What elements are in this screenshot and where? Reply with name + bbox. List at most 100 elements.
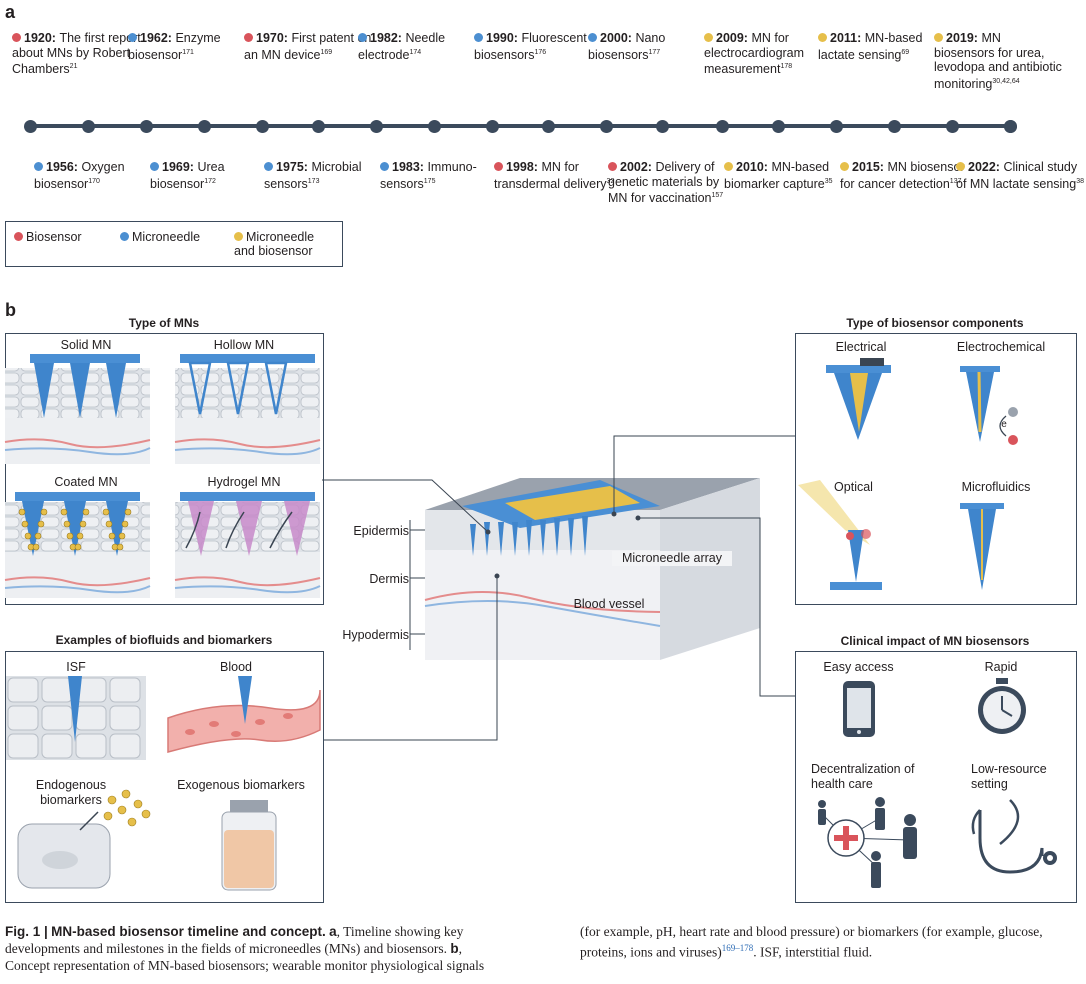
- timeline-bottom-event-5: 2002: Delivery of genetic materials by M…: [608, 160, 738, 206]
- event-ref: 32: [606, 177, 615, 185]
- event-text: MN-based biomarker capture: [724, 160, 830, 191]
- event-text: Urea biosensor: [150, 160, 225, 191]
- event-category-dot-icon: [128, 33, 137, 42]
- caption-fig-label: Fig. 1 |: [5, 924, 48, 939]
- microneedle-dot-icon: [120, 232, 129, 241]
- timeline-top-event-8: 2019: MN biosensors for urea, levodopa a…: [934, 31, 1064, 91]
- event-ref: 157: [711, 192, 724, 199]
- timeline-node-top-2: [256, 120, 269, 133]
- timeline-bottom-event-4: 1998: MN for transdermal delivery32: [494, 160, 624, 191]
- event-text: MN-based lactate sensing: [818, 31, 923, 62]
- decentralization-label: Decentralization of health care: [811, 762, 915, 791]
- legend-both: Microneedle and biosensor: [234, 230, 338, 258]
- timeline-node-bottom-6: [772, 120, 785, 133]
- event-ref: 137: [949, 177, 962, 185]
- legend-microneedle: Microneedle: [120, 230, 200, 244]
- timeline-top-event-2: 1970: First patent on an MN device169: [244, 31, 374, 62]
- easy-access-label: Easy access: [823, 660, 894, 674]
- event-year: 1982:: [370, 31, 406, 45]
- event-category-dot-icon: [840, 162, 849, 171]
- exogenous-label: Exogenous biomarkers: [177, 778, 305, 792]
- event-ref: 177: [648, 48, 661, 56]
- timeline-top-event-5: 2000: Nano biosensors177: [588, 31, 718, 62]
- event-text: Nano biosensors: [588, 31, 666, 62]
- electrochemical-label: Electrochemical: [956, 340, 1046, 354]
- event-ref: 178: [780, 63, 793, 70]
- event-category-dot-icon: [34, 162, 43, 171]
- event-ref: 174: [409, 48, 422, 56]
- rapid-label: Rapid: [984, 660, 1018, 674]
- caption-a-key: a: [329, 924, 337, 939]
- event-category-dot-icon: [150, 162, 159, 171]
- event-category-dot-icon: [494, 162, 503, 171]
- dermis-label: Dermis: [369, 572, 409, 586]
- timeline-node-top-5: [600, 120, 613, 133]
- biofluids-box: ISF Blood Endogenous biomarkers Exogenou…: [5, 651, 324, 903]
- hypodermis-label: Hypodermis: [342, 628, 409, 642]
- epidermis-label: Epidermis: [353, 524, 409, 538]
- event-year: 1969:: [162, 160, 198, 174]
- event-category-dot-icon: [380, 162, 389, 171]
- event-ref: 169: [320, 48, 333, 56]
- timeline-top-event-6: 2009: MN for electrocardiogram measureme…: [704, 31, 834, 77]
- event-text: Microbial sensors: [264, 160, 362, 191]
- event-ref: 35: [824, 177, 833, 185]
- timeline-node-bottom-1: [198, 120, 211, 133]
- event-ref: 172: [204, 177, 216, 185]
- timeline-node-bottom-2: [312, 120, 325, 133]
- isf-label: ISF: [66, 660, 86, 674]
- event-year: 1920:: [24, 31, 60, 45]
- event-ref: 175: [423, 177, 436, 185]
- event-category-dot-icon: [608, 162, 617, 171]
- timeline-bottom-event-6: 2010: MN-based biomarker capture35: [724, 160, 854, 191]
- hollow-mn-label: Hollow MN: [213, 338, 275, 352]
- components-title: Type of biosensor components: [846, 316, 1024, 330]
- event-category-dot-icon: [358, 33, 367, 42]
- event-year: 2000:: [600, 31, 636, 45]
- event-text: Enzyme biosensor: [128, 31, 221, 62]
- event-category-dot-icon: [934, 33, 943, 42]
- event-ref: 173: [307, 177, 320, 185]
- timeline-bottom-event-3: 1983: Immuno-sensors175: [380, 160, 510, 191]
- legend-biosensor-label: Biosensor: [26, 230, 82, 244]
- event-year: 2002:: [620, 160, 656, 174]
- electron-label: e: [1001, 419, 1007, 430]
- timeline-bottom-event-1: 1969: Urea biosensor172: [150, 160, 280, 191]
- coated-mn-label: Coated MN: [54, 475, 118, 489]
- caption-b-tail: . ISF, interstitial fluid.: [753, 944, 873, 960]
- optical-label: Optical: [834, 480, 873, 494]
- event-text: MN for transdermal delivery: [494, 160, 607, 191]
- timeline-bottom-event-7: 2015: MN biosensor for cancer detection1…: [840, 160, 970, 191]
- caption-a-text: , Timeline showing key developments and …: [5, 924, 464, 956]
- timeline-node-top-7: [830, 120, 843, 133]
- solid-mn-label: Solid MN: [60, 338, 112, 352]
- event-category-dot-icon: [244, 33, 253, 42]
- timeline-bottom-event-8: 2022: Clinical study of MN lactate sensi…: [956, 160, 1086, 191]
- event-year: 2010:: [736, 160, 772, 174]
- legend-biosensor: Biosensor: [14, 230, 82, 244]
- timeline-top-event-3: 1982: Needle electrode174: [358, 31, 488, 62]
- event-year: 1983:: [392, 160, 428, 174]
- timeline-bottom-event-0: 1956: Oxygen biosensor170: [34, 160, 164, 191]
- event-text: Immuno-sensors: [380, 160, 477, 191]
- caption-b-text: , Concept representation of MN-based bio…: [5, 924, 1043, 973]
- components-box: Electrical Electrochemical Optical Micro…: [795, 333, 1077, 605]
- hydrogel-mn-label: Hydrogel MN: [207, 475, 281, 489]
- event-year: 2011:: [830, 31, 865, 45]
- type-of-mns-title: Type of MNs: [128, 316, 200, 330]
- blood-vessel-label: Blood vessel: [573, 597, 645, 611]
- microneedle-array-label: Microneedle array: [612, 551, 732, 566]
- event-category-dot-icon: [264, 162, 273, 171]
- event-year: 1998:: [506, 160, 542, 174]
- skin-block-illustration: [424, 478, 760, 660]
- legend-microneedle-label: Microneedle: [132, 230, 201, 244]
- event-year: 2022:: [968, 160, 1004, 174]
- biosensor-dot-icon: [14, 232, 23, 241]
- event-ref: 170: [88, 177, 100, 185]
- event-ref: 176: [534, 48, 547, 56]
- event-ref: 21: [69, 63, 78, 70]
- event-ref: 69: [901, 48, 910, 56]
- timeline-bottom-event-2: 1975: Microbial sensors173: [264, 160, 394, 191]
- microfluidics-label: Microfluidics: [961, 480, 1031, 494]
- timeline-node-top-3: [370, 120, 383, 133]
